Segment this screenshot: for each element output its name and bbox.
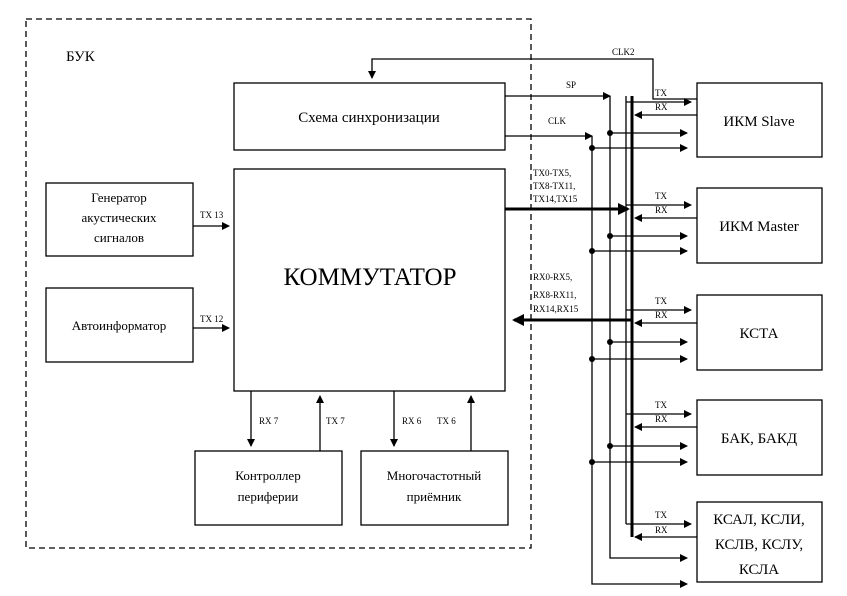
tx6-label: TX 6 <box>437 416 456 426</box>
junction-dot <box>607 443 613 449</box>
periph-label-1: Контроллер <box>235 468 300 483</box>
junction-dot <box>607 130 613 136</box>
autoinformer-label: Автоинформатор <box>72 318 166 333</box>
svg-text:TX: TX <box>655 400 667 410</box>
ksal-label-3: КСЛА <box>739 562 779 578</box>
slave-txrx: TX RX <box>626 88 697 119</box>
ikm-master-block <box>696 187 823 264</box>
sync-block-label: Схема синхронизации <box>298 110 440 126</box>
buk-frame <box>25 18 532 549</box>
junction-dot <box>607 233 613 239</box>
ikm-slave-label: ИКМ Slave <box>723 114 795 130</box>
svg-text:TX: TX <box>655 510 667 520</box>
svg-text:TX: TX <box>655 296 667 306</box>
svg-text:RX: RX <box>655 414 668 424</box>
svg-text:TX: TX <box>655 191 667 201</box>
clk2-line <box>368 58 697 100</box>
tx-bus-label-1: TX0-TX5, <box>533 168 571 178</box>
svg-text:RX: RX <box>655 525 668 535</box>
generator-label-3: сигналов <box>94 230 144 245</box>
buk-label: БУК <box>66 49 96 65</box>
junction-dot <box>589 356 595 362</box>
svg-text:TX: TX <box>655 88 667 98</box>
clk2-label: CLK2 <box>612 47 635 57</box>
tx13-label: TX 13 <box>200 210 224 220</box>
sp-distribution <box>609 96 688 562</box>
rx7-label: RX 7 <box>259 416 279 426</box>
bak-block <box>696 399 823 476</box>
ksta-txrx: TX RX <box>626 296 697 327</box>
generator-block <box>45 182 194 257</box>
tx12-label: TX 12 <box>200 314 223 324</box>
multifreq-label-2: приёмник <box>407 489 462 504</box>
multifreq-block <box>360 450 509 526</box>
rx-bus-label-2: RX8-RX11, <box>533 290 576 300</box>
ksal-label-2: КСЛВ, КСЛУ, <box>715 537 803 553</box>
periph-label-2: периферии <box>238 489 299 504</box>
sp-label: SP <box>566 80 576 90</box>
junction-dot <box>589 248 595 254</box>
multifreq-label-1: Многочастотный <box>387 468 481 483</box>
junction-dot <box>607 339 613 345</box>
ksal-block <box>696 501 823 583</box>
clk-label: CLK <box>548 116 567 126</box>
svg-text:RX: RX <box>655 102 668 112</box>
tx-bus-label-2: TX8-TX11, <box>533 181 575 191</box>
ikm-slave-block <box>696 82 823 158</box>
tx-bus-label-3: TX14,TX15 <box>533 194 578 204</box>
junction-dot <box>589 459 595 465</box>
junction-dot <box>589 145 595 151</box>
ksal-txrx: TX RX <box>626 510 697 541</box>
sync-block <box>233 82 506 151</box>
generator-label-1: Генератор <box>91 190 146 205</box>
tx7-label: TX 7 <box>326 416 345 426</box>
ksal-label-1: КСАЛ, КСЛИ, <box>713 512 804 528</box>
ksta-block <box>696 294 823 371</box>
commutator-block <box>233 168 506 392</box>
bak-txrx: TX RX <box>626 400 697 431</box>
rx-bus-label-3: RX14,RX15 <box>533 304 579 314</box>
rx-bus-label-1: RX0-RX5, <box>533 272 572 282</box>
clk-distribution <box>591 136 688 588</box>
generator-label-2: акустических <box>82 210 157 225</box>
ksta-label: КСТА <box>740 326 779 342</box>
autoinformer-block <box>45 287 194 363</box>
periph-block <box>194 450 343 526</box>
bak-label: БАК, БАКД <box>721 431 797 447</box>
master-txrx: TX RX <box>626 191 697 222</box>
svg-text:RX: RX <box>655 310 668 320</box>
svg-text:RX: RX <box>655 205 668 215</box>
ikm-master-label: ИКМ Master <box>719 219 799 235</box>
rx6-label: RX 6 <box>402 416 422 426</box>
commutator-label: КОММУТАТОР <box>283 264 456 291</box>
